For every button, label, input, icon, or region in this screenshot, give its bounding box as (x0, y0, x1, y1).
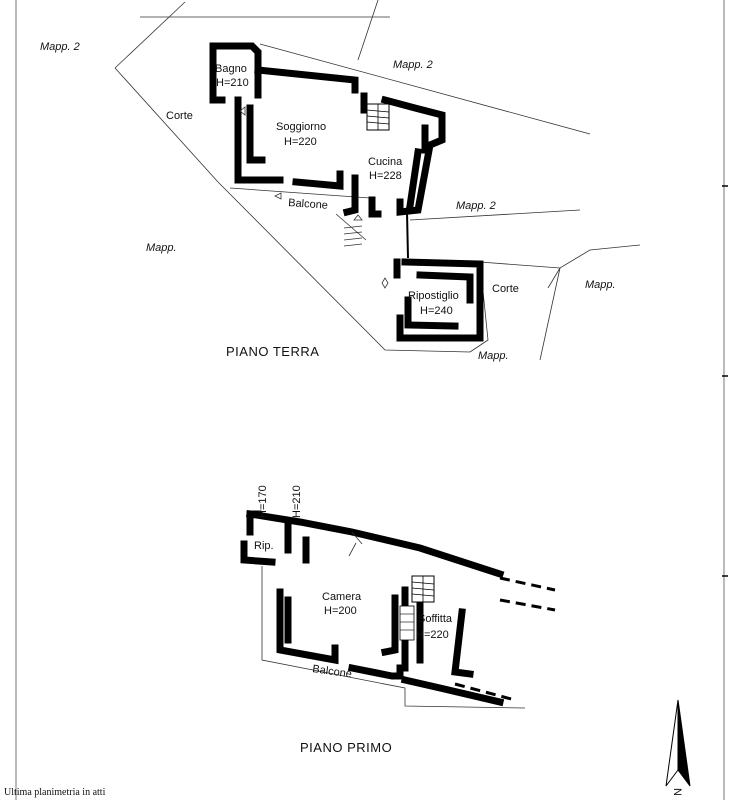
height-passage-vertical: H=210 (291, 485, 303, 518)
label-corte-left: Corte (166, 110, 193, 122)
room-bagno-height: H=210 (216, 77, 249, 89)
room-camera-name: Camera (322, 591, 362, 603)
door-marks (239, 106, 389, 289)
external-steps (343, 225, 363, 247)
room-cucina-name: Cucina (368, 156, 403, 168)
room-soggiorno-name: Soggiorno (276, 121, 326, 133)
parcel-label-center-right: Mapp. 2 (456, 200, 496, 212)
first-floor-outline (261, 531, 526, 709)
north-arrow-icon: N (665, 699, 691, 796)
walls-first-floor (240, 509, 505, 707)
parcel-label-top-center: Mapp. 2 (393, 59, 433, 71)
room-rip-name: Rip. (254, 540, 274, 552)
room-camera-height: H=200 (324, 605, 357, 617)
piano-primo-plan: Rip. Camera H=200 Soffitta H=220 H=170 H… (240, 485, 556, 755)
room-bagno-name: Bagno (215, 63, 247, 75)
piano-terra-title: PIANO TERRA (226, 344, 319, 359)
footer-note: Ultima planimetria in atti (4, 787, 106, 798)
stair-symbol-first-floor (399, 575, 435, 641)
room-soggiorno-height: H=220 (284, 136, 317, 148)
label-corte-right: Corte (492, 283, 519, 295)
parcel-label-top-left: Mapp. 2 (40, 41, 80, 53)
page-edge-marks (15, 0, 728, 800)
north-arrow-label: N (671, 788, 683, 796)
label-balcone-ground: Balcone (288, 197, 329, 212)
stair-symbol (366, 103, 390, 131)
parcel-label-bottom: Mapp. (478, 350, 509, 362)
room-ripostiglio-name: Ripostiglio (408, 290, 459, 302)
label-balcone-first: Balcone (312, 663, 353, 680)
room-cucina-height: H=228 (369, 170, 402, 182)
piano-primo-title: PIANO PRIMO (300, 740, 392, 755)
room-soffitta-name: Soffitta (418, 613, 453, 625)
walls-ground-floor (209, 42, 484, 342)
room-ripostiglio-height: H=240 (420, 305, 453, 317)
parcel-label-right: Mapp. (585, 279, 616, 291)
room-soffitta-height: H=220 (416, 629, 449, 641)
height-rip-vertical: H=170 (257, 485, 269, 518)
parcel-label-left: Mapp. (146, 242, 177, 254)
dashed-walls (454, 576, 556, 702)
piano-terra-plan: Bagno H=210 Soggiorno H=220 Cucina H=228… (40, 0, 641, 362)
